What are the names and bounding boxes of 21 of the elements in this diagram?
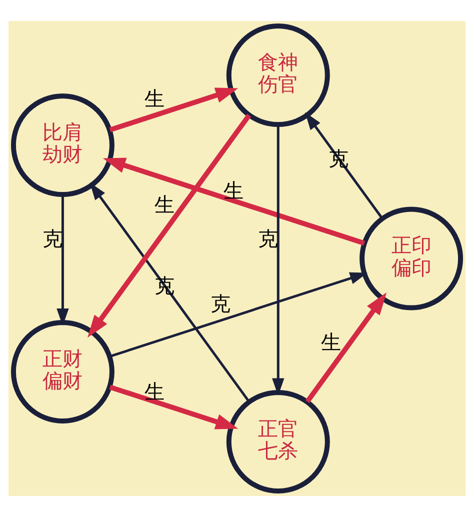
arrow <box>88 114 252 338</box>
node-circle: 食神 伤官 <box>226 24 330 127</box>
arrow <box>305 112 384 220</box>
edge-label: 生 <box>144 379 164 404</box>
arrow <box>56 194 69 326</box>
edge-label: 生 <box>321 330 342 354</box>
node-circle: 正官 七杀 <box>226 390 330 494</box>
edge-label: 生 <box>144 86 164 111</box>
node-circle: 正财 偏财 <box>10 320 114 424</box>
arrow <box>109 272 368 358</box>
arrow <box>109 384 238 430</box>
arrow <box>102 158 366 246</box>
edge-label: 生 <box>154 192 174 217</box>
arrow <box>90 182 250 402</box>
arrow <box>272 124 284 396</box>
arrow <box>109 88 238 132</box>
node-circle: 比肩 劫财 <box>10 94 114 197</box>
node-circle: 正印 偏印 <box>360 206 464 310</box>
arrow <box>305 292 387 404</box>
edge-label: 生 <box>223 178 244 202</box>
edge-label: 克 <box>210 292 231 316</box>
